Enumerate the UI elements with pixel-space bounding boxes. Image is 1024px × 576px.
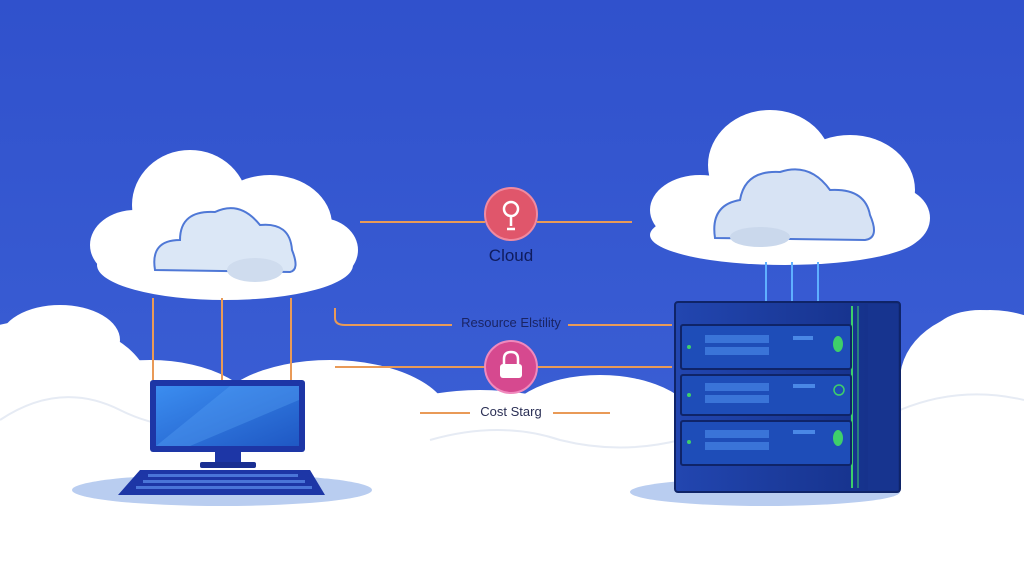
lock-icon [484, 340, 538, 394]
server-unit [680, 420, 852, 466]
cloud-label: Cloud [488, 246, 534, 265]
right-cloud-links [765, 262, 819, 303]
connector-lines [152, 221, 672, 414]
server-unit [680, 324, 852, 370]
server-rack [630, 301, 901, 506]
left-cloud [90, 150, 358, 300]
server-unit [680, 374, 852, 416]
lightbulb-icon [484, 187, 538, 241]
resource-elasticity-label: Resource Elstility [461, 315, 561, 330]
cost-savings-label: Cost Starg [480, 404, 542, 419]
desktop-computer [72, 380, 372, 506]
right-cloud [650, 110, 930, 265]
